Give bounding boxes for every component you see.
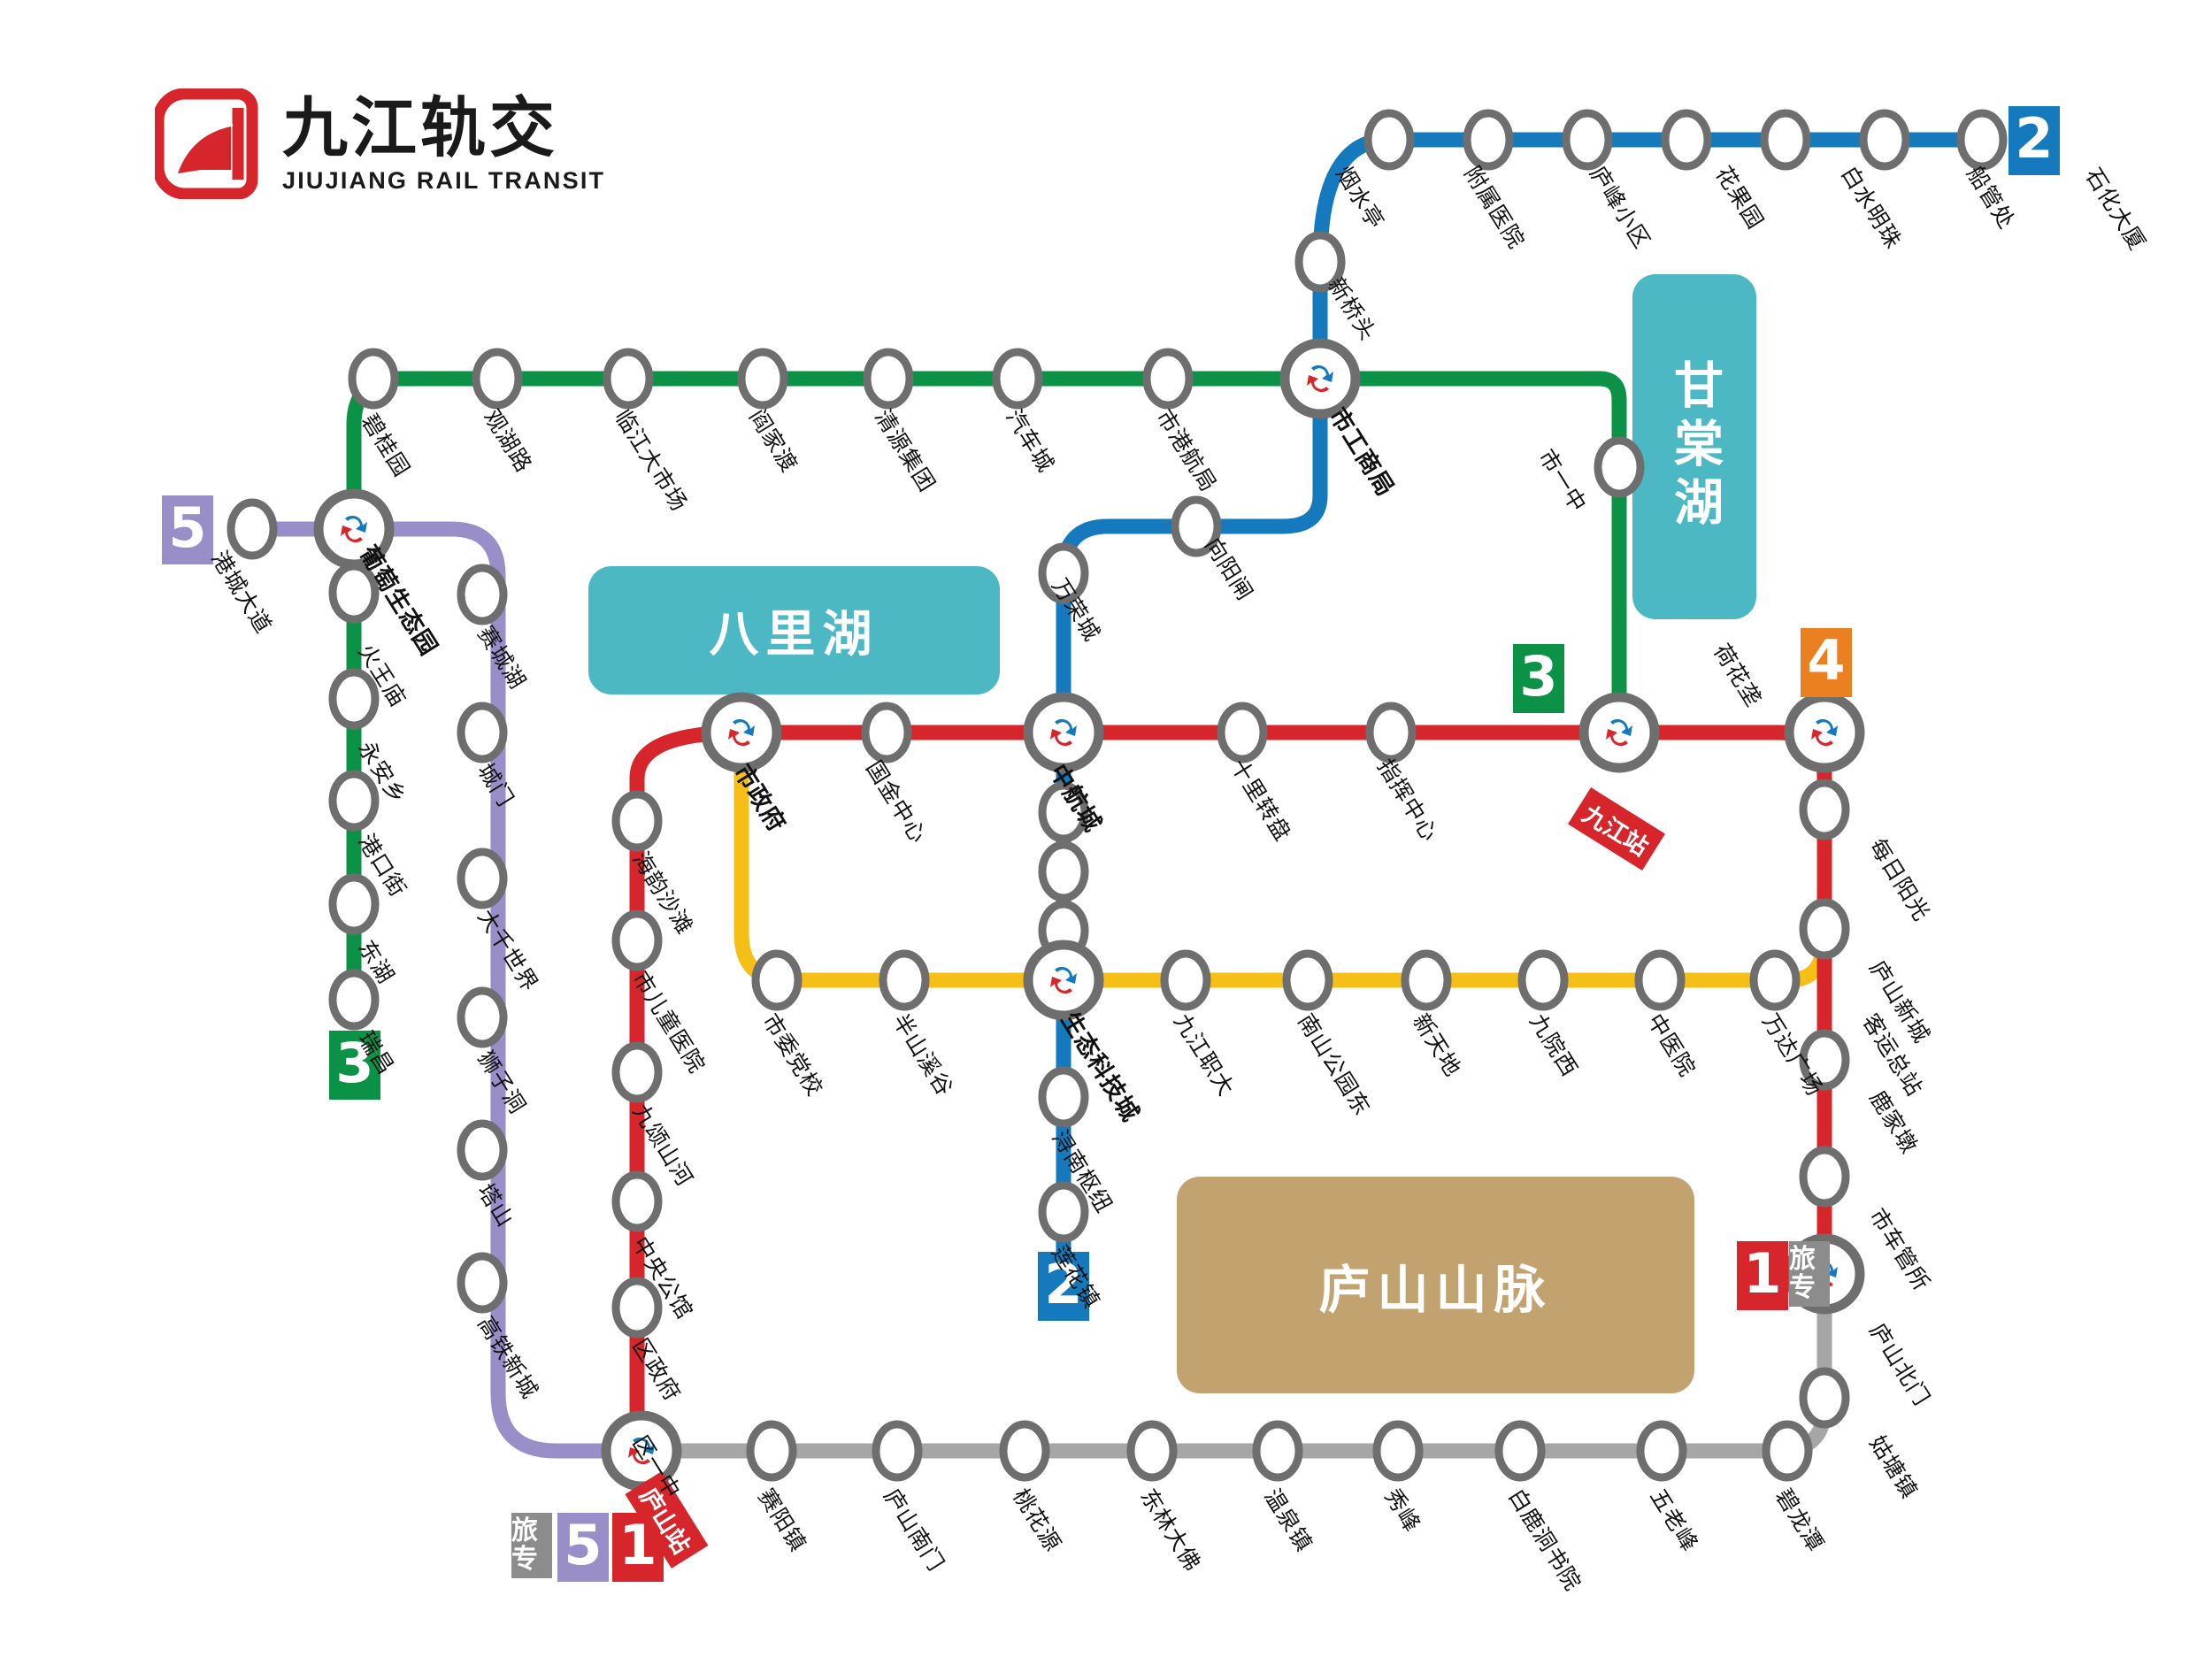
station-dot [611,790,663,852]
station-dot [861,702,912,763]
line-badge-4-northeast[interactable]: 4 [1801,628,1852,697]
jiujiang-rail-logo-icon [155,88,258,199]
station-dot [603,348,654,410]
line-5-track [244,521,649,1459]
line-badge-tourist-east[interactable]: 旅专 [1789,1241,1830,1307]
area-gantanghu [1632,274,1756,619]
interchange-shigongshangju [1279,338,1361,419]
station-dot [1749,949,1801,1011]
station-dot [1799,898,1850,960]
station-dot [872,1420,923,1482]
area-balihu [588,566,1000,694]
brand-name-en: JIUJIANG RAIL TRANSIT [282,166,606,194]
station-dot [328,770,380,832]
station-dot [611,1041,663,1103]
station-dot [1126,1420,1178,1482]
station-dot [611,909,663,971]
station-dot [1363,109,1415,171]
station-dot [1762,1420,1813,1482]
brand-logo: 九江轨交 JIUJIANG RAIL TRANSIT [155,88,605,199]
station-dot [1799,779,1850,840]
station-dot [348,348,399,410]
line-badge-2-east[interactable]: 2 [2008,106,2060,175]
station-dot [457,848,508,909]
station-dot [1038,1181,1089,1243]
line-badge-5-west[interactable]: 5 [162,495,213,564]
station-dot [1160,949,1211,1011]
line-badge-2-south[interactable]: 2 [1038,1252,1089,1321]
station-dot [457,702,508,763]
station-dot [328,873,380,935]
line-badge-5-southwest[interactable]: 5 [557,1513,609,1582]
station-dot [879,949,930,1011]
station-dots [227,109,2008,1482]
station-dot [992,348,1043,410]
station-dot [1799,1029,1850,1091]
station-dot [1252,1420,1303,1482]
station-dot [1636,1420,1687,1482]
station-dot [863,348,914,410]
station-dot [1661,109,1712,171]
station-dot [1038,781,1089,843]
station-dot [457,986,508,1048]
station-dot [1799,1146,1850,1208]
station-dot [1594,436,1645,498]
station-dot [1294,231,1346,293]
station-dot [472,348,523,410]
line-4-track [733,725,1832,988]
interchange-hehualong [1784,692,1865,773]
station-dot [1282,949,1333,1011]
station-dot [611,1170,663,1232]
station-dot [737,348,788,410]
station-dot [1494,1420,1546,1482]
station-dot [1859,109,1910,171]
area-lushan [1177,1177,1694,1393]
interchange-shengtaikejicheng [1023,940,1104,1021]
station-dot [1760,109,1811,171]
station-dot [611,1277,663,1339]
station-dot [328,969,380,1031]
station-dot [1365,702,1417,763]
station-dot [1463,109,1514,171]
station-dot [457,1119,508,1181]
station-dot [1401,949,1452,1011]
station-dot [1038,840,1089,902]
brand-name-cn: 九江轨交 [282,89,558,166]
interchange-stations [313,338,1865,1492]
station-dot [1372,1420,1424,1482]
area-label-balihu: 八里湖 [709,606,879,664]
station-dot [457,564,508,625]
area-label-gantanghu: 甘棠湖 [1665,359,1724,534]
interchange-shizhengfu [701,692,782,773]
area-blobs [588,274,1756,1393]
interchange-jiujiangzhan [1578,692,1660,773]
station-dot [328,668,380,730]
line-badge-3-southwest[interactable]: 3 [329,1031,380,1100]
station-dot [746,1420,797,1482]
station-dot [1142,348,1194,410]
line-3-track [346,371,1627,1008]
station-dot [1562,109,1613,171]
station-dot [227,498,278,560]
interchange-putaoshengtaiyuan [313,488,395,570]
station-dot [1517,949,1569,1011]
station-dot [1634,949,1686,1011]
line-badge-3-east[interactable]: 3 [1513,644,1564,713]
station-dot [1171,495,1222,557]
station-dot [1038,1066,1089,1128]
line-badge-1-east[interactable]: 1 [1737,1241,1788,1310]
station-dot [1799,1367,1850,1429]
station-dot [1956,109,2008,171]
station-dot [751,949,803,1011]
station-dot [1038,542,1089,604]
station-dot [457,1252,508,1314]
station-dot [1217,702,1268,763]
interchange-zhonghangcheng [1023,692,1104,773]
station-dot [999,1420,1050,1482]
line-badge-tourist-southwest[interactable]: 旅专 [511,1513,552,1578]
area-label-lushan: 庐山山脉 [1318,1259,1553,1320]
